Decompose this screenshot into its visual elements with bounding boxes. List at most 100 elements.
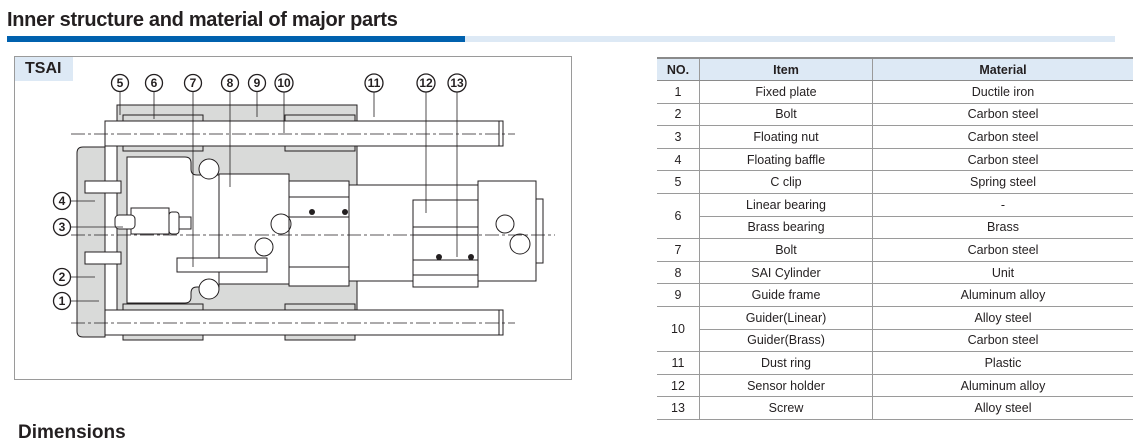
callout-3: 3 — [52, 217, 123, 237]
svg-text:11: 11 — [368, 76, 381, 90]
table-row: Guider(Brass)Carbon steel — [657, 329, 1133, 353]
callout-6: 6 — [144, 73, 164, 119]
hole-top — [198, 158, 220, 180]
cell-material: Alloy steel — [872, 396, 1133, 420]
cell-material: Carbon steel — [872, 238, 1133, 262]
cell-item: Fixed plate — [699, 80, 873, 104]
callout-8: 8 — [220, 73, 240, 187]
svg-text:7: 7 — [190, 76, 197, 90]
cell-item: Sensor holder — [699, 374, 873, 398]
cell-item: C clip — [699, 170, 873, 194]
cell-no: 13 — [657, 396, 700, 420]
cell-material: Spring steel — [872, 170, 1133, 194]
cell-material: Plastic — [872, 351, 1133, 375]
cell-item: Linear bearing — [699, 193, 873, 217]
callout-2: 2 — [52, 267, 95, 287]
svg-text:1: 1 — [59, 294, 66, 308]
hole-bottom — [198, 278, 220, 300]
cell-material: Aluminum alloy — [872, 283, 1133, 307]
sensor-holder — [412, 199, 479, 288]
callout-12: 12 — [416, 73, 436, 213]
cell-material: Carbon steel — [872, 329, 1133, 353]
bearing-bottom-left — [122, 303, 204, 311]
callout-9: 9 — [247, 73, 267, 117]
svg-text:2: 2 — [59, 270, 66, 284]
end-block — [477, 180, 537, 282]
title-underline-accent — [7, 36, 465, 42]
cell-item: Dust ring — [699, 351, 873, 375]
svg-text:12: 12 — [419, 76, 433, 90]
bearing-top-left — [122, 114, 204, 122]
cell-item: Guider(Brass) — [699, 329, 873, 353]
cell-item: SAI Cylinder — [699, 261, 873, 285]
title-underline-light — [465, 36, 1115, 42]
cylinder-fin — [288, 180, 350, 287]
header-material: Material — [872, 57, 1133, 81]
cell-material: Unit — [872, 261, 1133, 285]
cell-item: Bolt — [699, 238, 873, 262]
guide-rod-top — [104, 120, 504, 147]
callout-11: 11 — [364, 73, 384, 117]
cell-no: 8 — [657, 261, 700, 285]
callout-13: 13 — [447, 73, 467, 257]
svg-text:6: 6 — [151, 76, 158, 90]
cell-no: 2 — [657, 103, 700, 127]
cell-material: Alloy steel — [872, 306, 1133, 330]
cell-item: Floating nut — [699, 125, 873, 149]
cell-no: 12 — [657, 374, 700, 398]
cell-material: Carbon steel — [872, 103, 1133, 127]
cell-no: 7 — [657, 238, 700, 262]
cross-section-drawing: .ln{stroke:#231f20;stroke-width:1;fill:n… — [52, 73, 555, 341]
callout-5: 5 — [110, 73, 130, 115]
svg-text:13: 13 — [450, 76, 464, 90]
cell-material: Brass — [872, 216, 1133, 240]
model-tag: TSAI — [15, 57, 73, 81]
bolt-upper — [84, 180, 122, 194]
cell-item: Guider(Linear) — [699, 306, 873, 330]
cell-item: Screw — [699, 396, 873, 420]
cell-no: 5 — [657, 170, 700, 194]
cell-no: 1 — [657, 80, 700, 104]
cell-no: 11 — [657, 351, 700, 375]
cell-item: Guide frame — [699, 283, 873, 307]
cell-no: 4 — [657, 148, 700, 172]
bearing-bottom-left-b — [122, 334, 204, 341]
cell-no: 6 — [657, 193, 700, 240]
header-item: Item — [699, 57, 873, 81]
guide-rod-bottom — [104, 309, 504, 336]
bearing-bottom-right — [284, 303, 356, 311]
bolt-lower — [84, 251, 122, 265]
structure-diagram: TSAI .ln{stroke:#231f20;stroke-width:1;f… — [14, 56, 572, 380]
cell-item: Brass bearing — [699, 216, 873, 240]
header-no: NO. — [657, 57, 700, 81]
cell-item: Bolt — [699, 103, 873, 127]
cell-item: Floating baffle — [699, 148, 873, 172]
cell-material: Aluminum alloy — [872, 374, 1133, 398]
svg-text:3: 3 — [59, 220, 66, 234]
table-header-row: NO. Item Material — [657, 57, 1133, 81]
callout-4: 4 — [52, 191, 95, 211]
next-section-title: Dimensions — [18, 422, 126, 443]
cell-no: 10 — [657, 306, 700, 353]
cell-material: Carbon steel — [872, 125, 1133, 149]
section-title: Inner structure and material of major pa… — [7, 9, 398, 31]
cell-material: Ductile iron — [872, 80, 1133, 104]
svg-text:4: 4 — [59, 194, 66, 208]
bearing-top-left-b — [122, 145, 204, 152]
callout-7: 7 — [183, 73, 203, 267]
bearing-bottom-right-b — [284, 334, 356, 341]
cell-material: - — [872, 193, 1133, 217]
